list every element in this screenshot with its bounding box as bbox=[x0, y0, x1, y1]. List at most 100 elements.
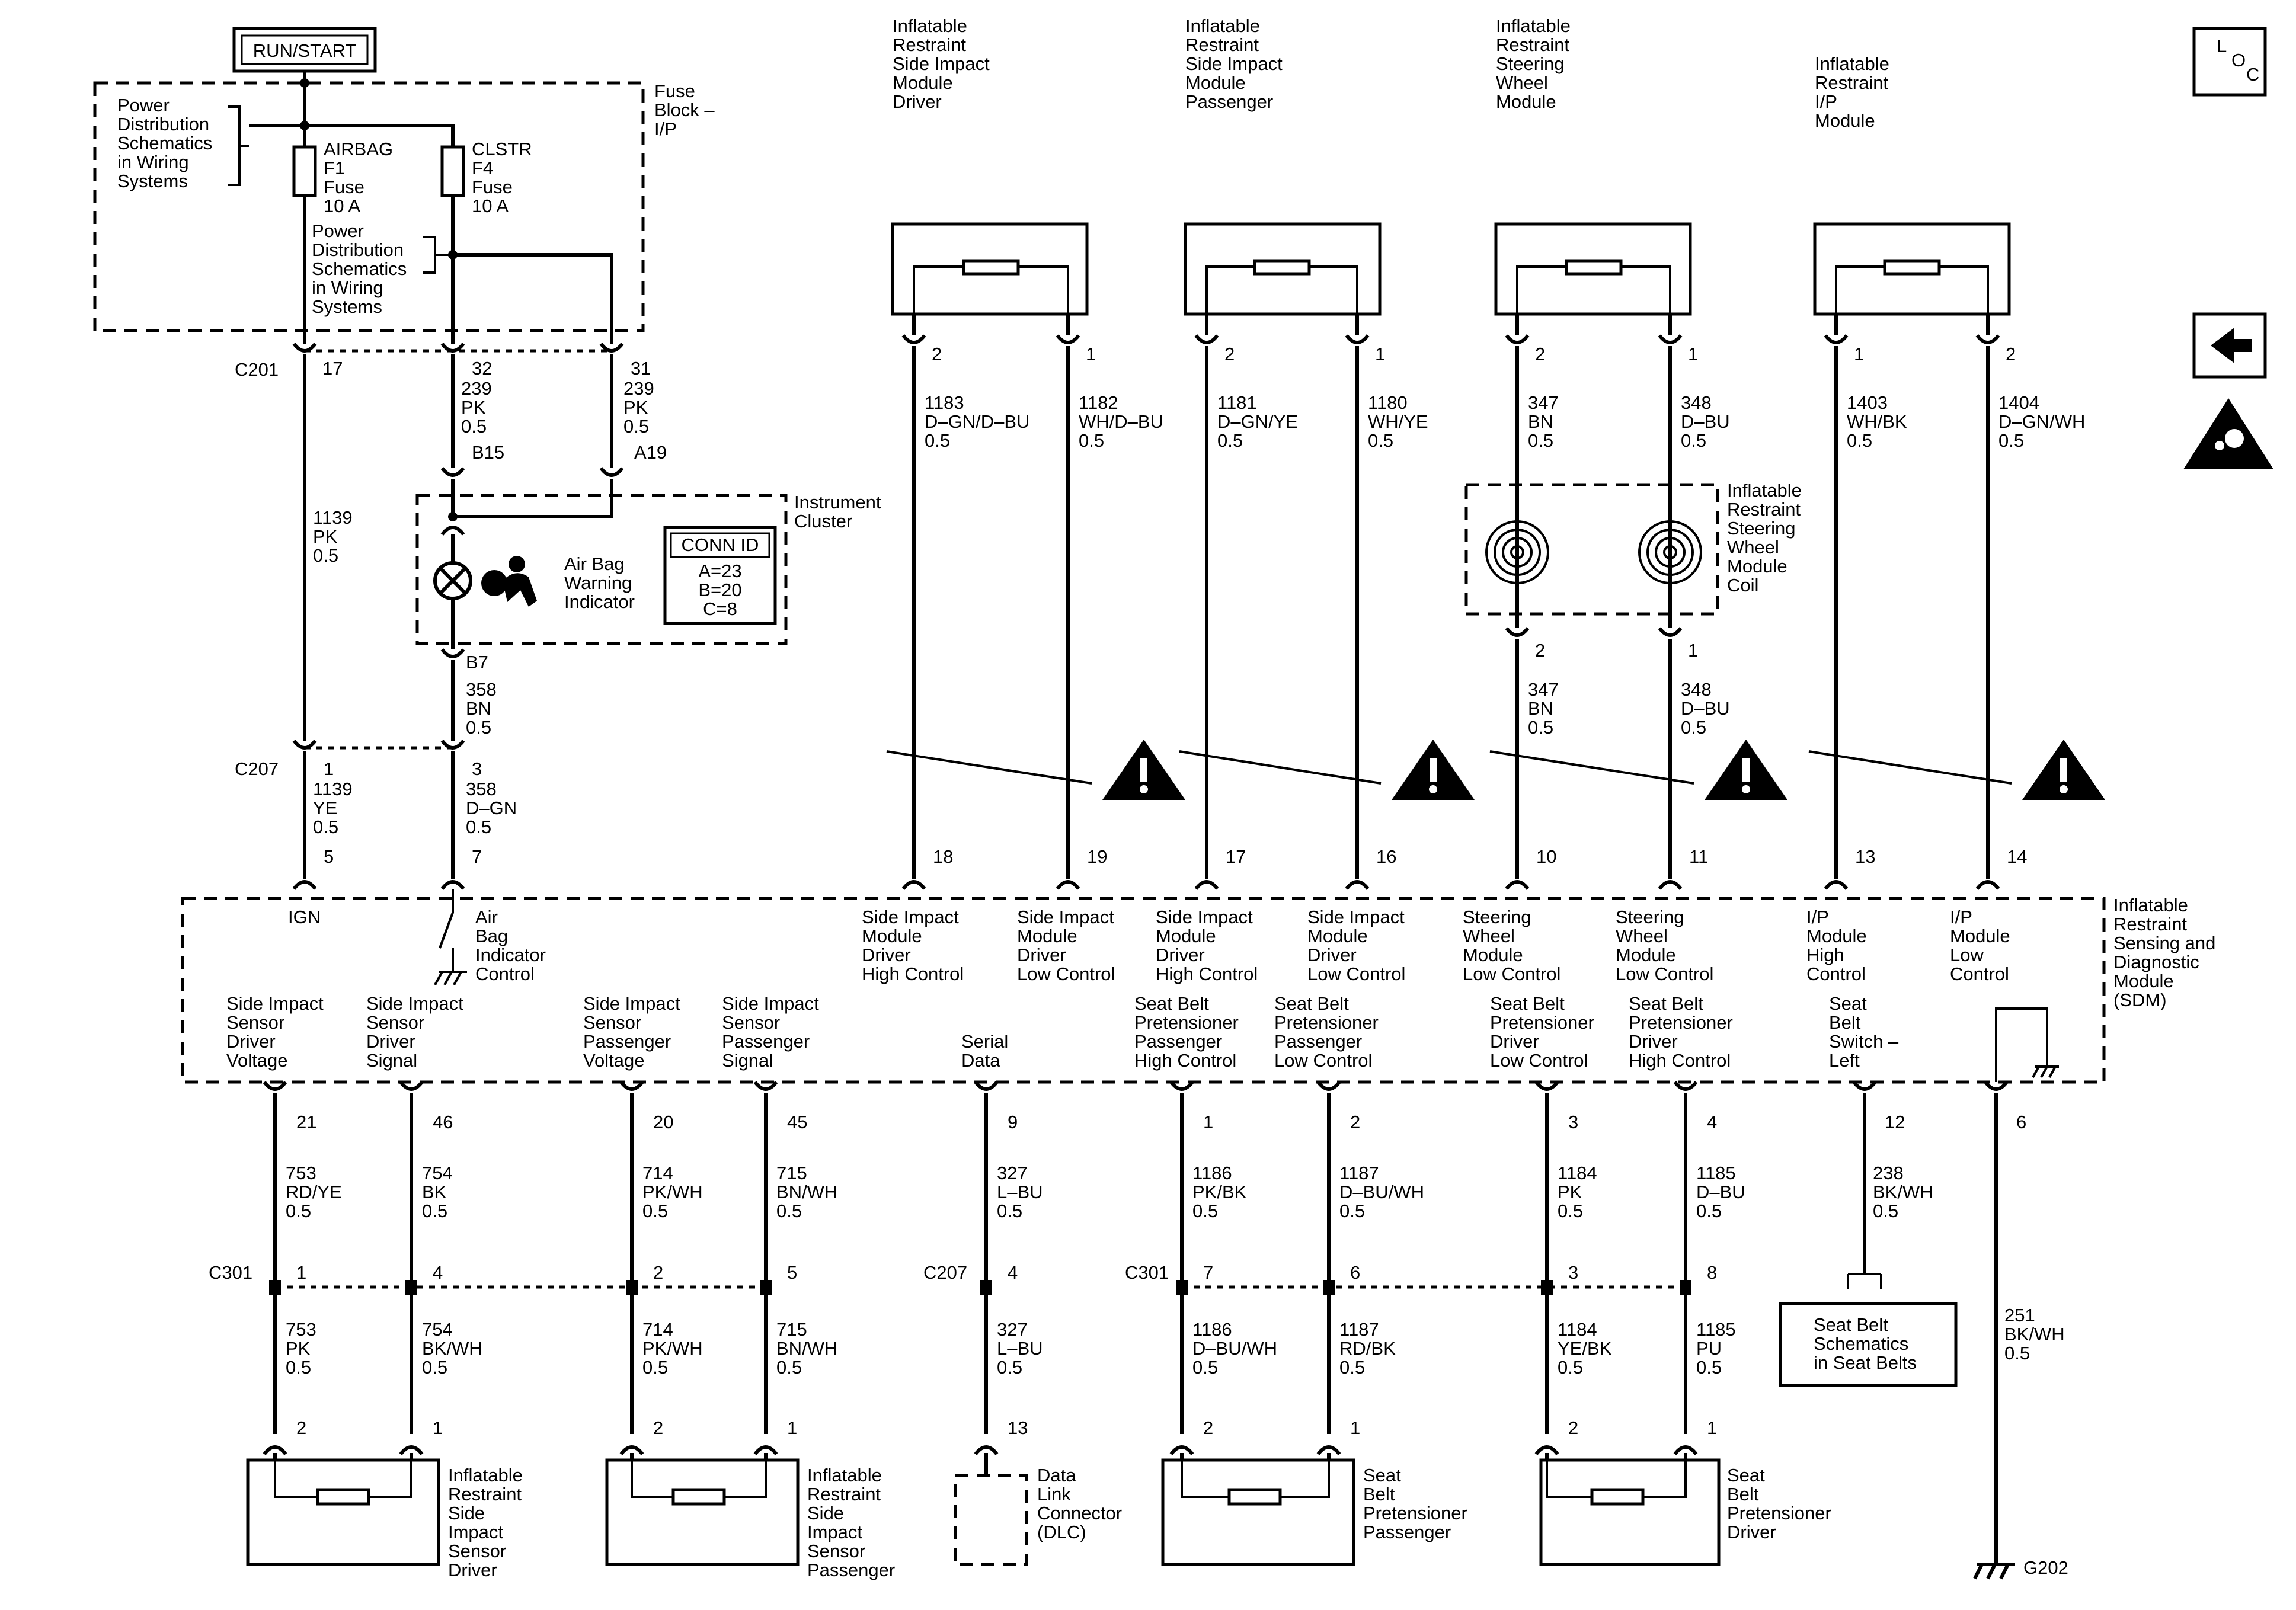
loc-icon[interactable]: L O C bbox=[2192, 27, 2267, 97]
sdm-pin-label: Side Impact bbox=[862, 907, 959, 927]
svg-text:Control: Control bbox=[475, 964, 535, 984]
wire-label: 1182 bbox=[1079, 392, 1118, 413]
svg-text:Seat: Seat bbox=[1727, 1465, 1765, 1486]
svg-text:Distribution: Distribution bbox=[312, 239, 404, 260]
sdm-pin-label: Side Impact bbox=[1156, 907, 1253, 927]
sdm-pin-label: Seat Belt bbox=[1490, 993, 1565, 1014]
power-distribution-note-2: Power Distribution Schematics in Wiring … bbox=[312, 220, 453, 317]
module-title: Wheel bbox=[1496, 72, 1548, 93]
svg-text:B7: B7 bbox=[466, 652, 488, 673]
svg-text:in Wiring: in Wiring bbox=[312, 277, 383, 298]
wire-label: 0.5 bbox=[1558, 1357, 1583, 1378]
svg-text:0.5: 0.5 bbox=[1873, 1201, 1898, 1221]
svg-text:B=20: B=20 bbox=[698, 580, 741, 600]
back-arrow-icon[interactable] bbox=[2192, 312, 2267, 379]
svg-text:32: 32 bbox=[472, 358, 492, 379]
wire-label: PK/BK bbox=[1192, 1182, 1247, 1202]
svg-text:A=23: A=23 bbox=[698, 561, 741, 581]
sdm-pin-label: Passenger bbox=[1274, 1031, 1362, 1052]
svg-text:0.5: 0.5 bbox=[623, 416, 649, 437]
svg-text:Fuse: Fuse bbox=[324, 177, 364, 197]
connector-pin: 6 bbox=[1350, 1262, 1360, 1283]
svg-text:Schematics: Schematics bbox=[117, 133, 212, 153]
device-pin: 1 bbox=[1707, 1417, 1717, 1438]
wire-label: 715 bbox=[776, 1319, 807, 1340]
sdm-pin-label: Side Impact bbox=[366, 993, 463, 1014]
wire-239-pk-b: 239 PK 0.5 A19 bbox=[623, 378, 667, 463]
wire-label: PK/WH bbox=[642, 1338, 703, 1359]
coil-spiral-icon bbox=[1638, 520, 1702, 584]
wire-label: 0.5 bbox=[1217, 430, 1243, 451]
sdm-pin: 19 bbox=[1087, 846, 1107, 867]
svg-text:B15: B15 bbox=[472, 442, 504, 463]
sdm-pin: 2 bbox=[1350, 1112, 1360, 1132]
pretensioner-passenger: Seat Belt Pretensioner Passenger bbox=[1161, 1458, 1467, 1566]
wire-label: WH/D–BU bbox=[1079, 411, 1163, 432]
loc-c: C bbox=[2246, 64, 2259, 85]
sdm-pin-label: Side Impact bbox=[583, 993, 680, 1014]
svg-text:Restraint: Restraint bbox=[448, 1484, 522, 1505]
sdm-pin-label: Seat Belt bbox=[1274, 993, 1349, 1014]
wire-label: 0.5 bbox=[1339, 1357, 1365, 1378]
sdm-pin-label: Side Impact bbox=[1017, 907, 1114, 927]
sdm-pin-label: Side Impact bbox=[226, 993, 324, 1014]
wire-label: 1186 bbox=[1192, 1319, 1232, 1340]
module-title: Module bbox=[893, 72, 953, 93]
svg-text:in Seat Belts: in Seat Belts bbox=[1814, 1352, 1917, 1373]
svg-text:Air: Air bbox=[475, 907, 498, 927]
wire-label: 0.5 bbox=[1696, 1357, 1722, 1378]
pin-number: 2 bbox=[2006, 344, 2016, 364]
sdm-ign-label: IGN bbox=[288, 907, 321, 927]
svg-text:Pretensioner: Pretensioner bbox=[1727, 1503, 1831, 1523]
wire-label: 0.5 bbox=[1339, 1201, 1365, 1221]
conn-id-box: CONN ID A=23 B=20 C=8 bbox=[663, 526, 777, 625]
svg-text:Distribution: Distribution bbox=[117, 114, 209, 135]
sdm-pin-label: Module bbox=[1156, 926, 1216, 946]
module-title: Module bbox=[1815, 110, 1875, 131]
sdm-pin-label: Sensor bbox=[583, 1012, 641, 1033]
wire-label: L–BU bbox=[997, 1338, 1043, 1359]
sdm-pin: 45 bbox=[787, 1112, 807, 1132]
coil-spiral-icon bbox=[1485, 520, 1549, 584]
module-title: Restraint bbox=[1185, 34, 1259, 55]
wire-label: WH/YE bbox=[1368, 411, 1428, 432]
sdm-pin: 11 bbox=[1689, 846, 1708, 867]
side-impact-sensor-driver: Inflatable Restraint Side Impact Sensor … bbox=[246, 1458, 523, 1580]
seat-belt-switch-circuit: 12 238 BK/WH 0.5 Seat Belt Schematics in… bbox=[1779, 1081, 1958, 1387]
sdm-pin: 20 bbox=[653, 1112, 673, 1132]
svg-text:Indicator: Indicator bbox=[475, 945, 546, 965]
svg-text:Fuse: Fuse bbox=[654, 81, 695, 101]
device-pin: 2 bbox=[653, 1417, 663, 1438]
module-title: Steering bbox=[1496, 53, 1564, 74]
wire-label: D–BU/WH bbox=[1339, 1182, 1424, 1202]
wire-label: BN bbox=[1528, 411, 1553, 432]
seat-belt-schematics-box[interactable] bbox=[1779, 1302, 1958, 1387]
wire-label: 1183 bbox=[925, 392, 964, 413]
sdm-pin: 46 bbox=[433, 1112, 453, 1132]
sdm-pin-label: Module bbox=[1950, 926, 2010, 946]
svg-text:in Wiring: in Wiring bbox=[117, 152, 189, 172]
wire-label: RD/BK bbox=[1339, 1338, 1396, 1359]
sdm-pin-label: Pretensioner bbox=[1134, 1012, 1239, 1033]
wire-label: 714 bbox=[642, 1319, 673, 1340]
svg-text:Air Bag: Air Bag bbox=[564, 553, 625, 574]
svg-text:Inflatable: Inflatable bbox=[2113, 895, 2188, 916]
svg-text:Cluster: Cluster bbox=[794, 511, 852, 532]
module-title: Restraint bbox=[1815, 72, 1888, 93]
sdm-outline bbox=[181, 897, 2106, 1084]
connector-pin: 7 bbox=[1203, 1262, 1213, 1283]
svg-text:Schematics: Schematics bbox=[312, 258, 407, 279]
sdm-pin-label: Left bbox=[1829, 1050, 1860, 1071]
svg-text:Systems: Systems bbox=[312, 296, 382, 317]
